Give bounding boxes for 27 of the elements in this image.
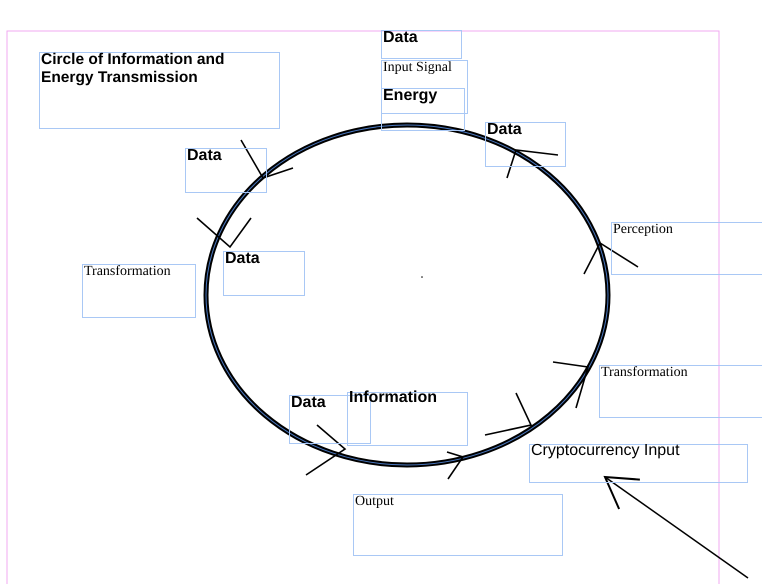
node-label: Data (187, 147, 222, 165)
node-label: Input Signal (383, 60, 452, 76)
text-box (347, 392, 468, 446)
text-box (381, 30, 462, 59)
node-label: Data (487, 121, 522, 139)
text-box (599, 365, 762, 418)
text-box (611, 222, 762, 275)
title: Circle of Information and Energy Transmission (41, 51, 226, 87)
text-box (485, 122, 566, 167)
node-label: Transformation (84, 264, 171, 280)
text-box (353, 494, 563, 556)
text-box (185, 148, 267, 193)
node-label: Perception (613, 222, 673, 238)
text-box (381, 60, 468, 114)
node-label: Information (349, 389, 437, 407)
node-label: Cryptocurrency Input (531, 442, 680, 460)
node-label: Data (291, 394, 326, 412)
text-box (223, 251, 305, 296)
text-box (529, 444, 748, 483)
node-label: Transformation (601, 365, 688, 381)
text-box (381, 88, 465, 131)
node-label: Energy (383, 87, 438, 105)
node-label: Data (225, 250, 260, 268)
text-box (82, 264, 196, 318)
node-label: Data (383, 29, 418, 47)
arrow (604, 476, 748, 579)
node-label: Output (355, 494, 394, 510)
